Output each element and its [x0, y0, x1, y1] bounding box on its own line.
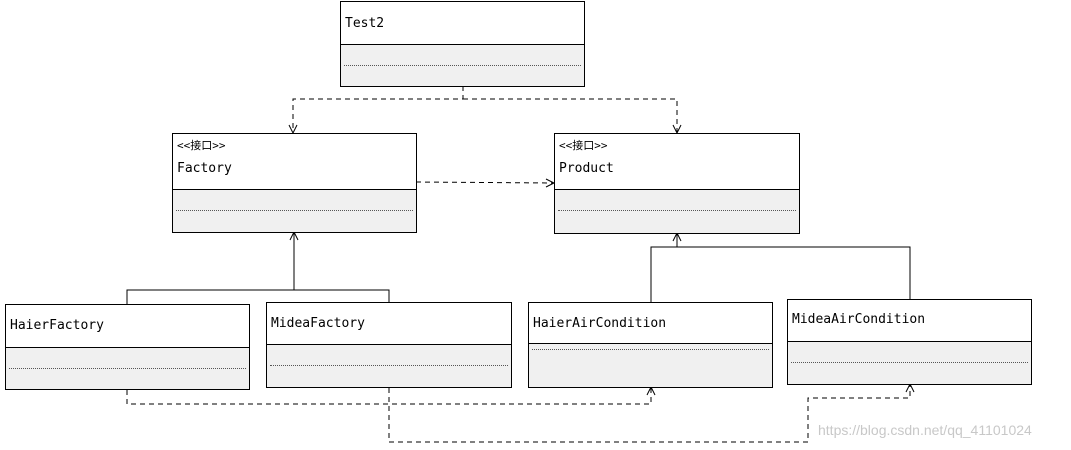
class-box-product[interactable]: <<接口>> Product: [554, 133, 800, 234]
class-stereotype: <<接口>>: [559, 139, 608, 152]
class-compartment: [788, 342, 1031, 384]
class-compartment: [529, 344, 772, 387]
realization-factories-factory: [126, 230, 390, 304]
compartment-separator: [176, 210, 413, 211]
dependency-test2-factory: [288, 86, 464, 135]
dependency-factory-product: [415, 178, 556, 188]
class-box-mideafactory[interactable]: MideaFactory: [266, 302, 512, 388]
class-box-test2[interactable]: Test2: [340, 1, 585, 87]
class-box-haieraircondition[interactable]: HaierAirCondition: [528, 302, 773, 388]
class-name: Product: [559, 161, 614, 176]
class-box-factory[interactable]: <<接口>> Factory: [172, 133, 417, 233]
class-box-haierfactory[interactable]: HaierFactory: [5, 304, 250, 390]
class-compartment: [173, 190, 416, 232]
class-header: HaierFactory: [6, 305, 249, 348]
class-header: Test2: [341, 2, 584, 45]
class-box-mideaaircondition[interactable]: MideaAirCondition: [787, 299, 1032, 385]
class-stereotype: <<接口>>: [177, 139, 226, 152]
realization-airconditions-product: [650, 231, 911, 302]
dependency-test2-product: [463, 98, 682, 135]
compartment-separator: [344, 65, 581, 66]
class-header: <<接口>> Product: [555, 134, 799, 190]
watermark-text: https://blog.csdn.net/qq_41101024: [818, 422, 1032, 438]
class-name: MideaFactory: [271, 316, 365, 331]
compartment-separator: [9, 368, 246, 369]
class-compartment: [341, 45, 584, 86]
compartment-separator: [270, 365, 508, 366]
class-compartment: [555, 190, 799, 233]
class-header: <<接口>> Factory: [173, 134, 416, 190]
class-compartment: [267, 345, 511, 387]
class-name: HaierAirCondition: [533, 316, 667, 331]
compartment-separator: [532, 349, 769, 350]
class-header: MideaFactory: [267, 303, 511, 345]
class-name: MideaAirCondition: [792, 312, 926, 327]
class-compartment: [6, 348, 249, 389]
class-header: MideaAirCondition: [788, 300, 1031, 342]
compartment-separator: [558, 210, 796, 211]
compartment-separator: [791, 362, 1028, 363]
class-header: HaierAirCondition: [529, 303, 772, 344]
class-name: Factory: [177, 161, 232, 176]
class-name: Test2: [345, 16, 385, 31]
class-name: HaierFactory: [10, 318, 104, 333]
